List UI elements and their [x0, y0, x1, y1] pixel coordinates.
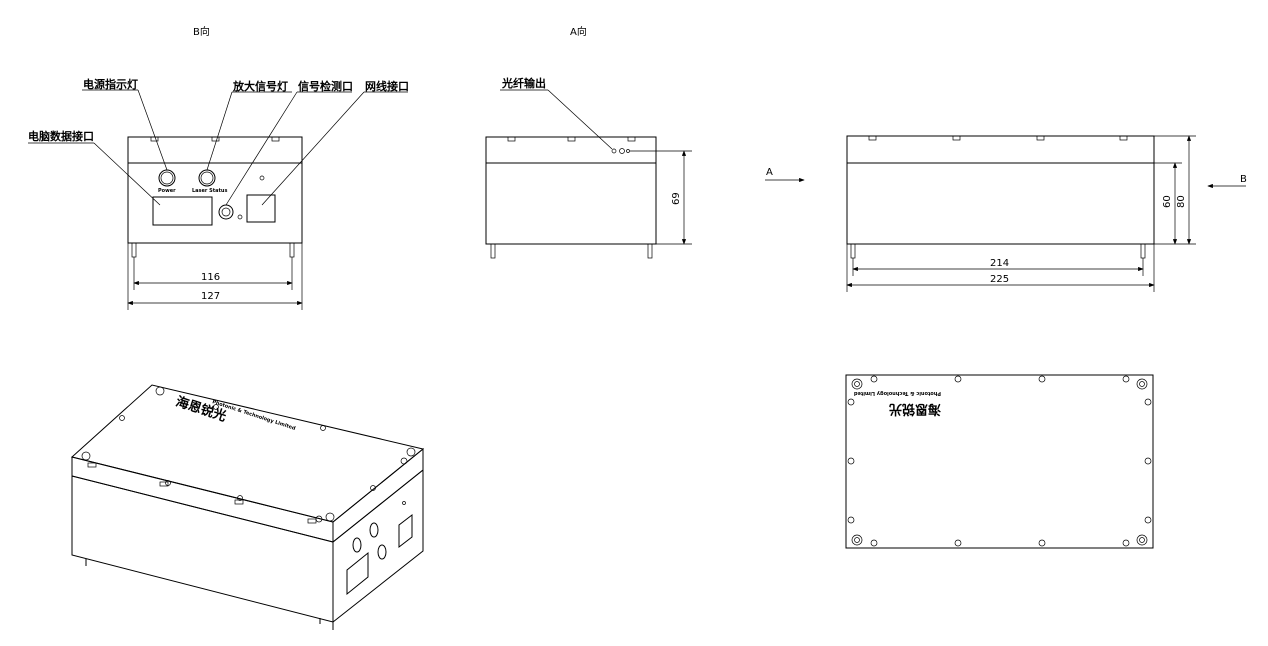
dim-69: 69 [671, 192, 682, 205]
iso-body-right [332, 468, 424, 624]
a-view-title: A向 [570, 25, 587, 38]
b-foot-right [289, 242, 295, 258]
iso-lid-top [70, 384, 425, 523]
long-lid [846, 135, 1155, 164]
lid-brand: 海恩锐光 [889, 401, 941, 417]
fiber-output-port [611, 148, 617, 154]
a-view: 光纤输出 69 [485, 76, 692, 259]
callout-network-port: 网线接口 [365, 79, 409, 93]
panel-label-power: Power [158, 188, 176, 194]
network-port [246, 194, 276, 223]
dim-127: 127 [201, 291, 220, 302]
lid-outline [845, 374, 1154, 549]
panel-label-laser-status: Laser Status [192, 188, 227, 194]
callout-pc-data-port: 电脑数据接口 [28, 129, 94, 143]
dim-116: 116 [201, 272, 220, 283]
iso-body-front [71, 475, 334, 623]
arrow-a-label: A [766, 167, 773, 178]
iso-lid-brand: 海恩锐光 [174, 394, 228, 425]
dim-225: 225 [990, 274, 1009, 285]
a-body [485, 162, 657, 245]
b-view: Power Laser Status 电源指示灯 放大信号灯 信号检测口 网线接… [28, 77, 409, 310]
isometric-view: 海恩锐光 Photonic & Technology Limited [70, 384, 425, 630]
lid-top-view: 海恩锐光 Photonic & Technology Limited [845, 374, 1154, 549]
long-side-view: A B 214 225 60 80 [765, 135, 1247, 292]
b-body [127, 162, 303, 244]
arrow-b-label: B [1240, 174, 1247, 185]
long-body [846, 162, 1155, 245]
power-indicator-light [158, 169, 176, 187]
b-view-title: B向 [193, 25, 210, 38]
callout-fiber-output: 光纤输出 [501, 76, 546, 90]
callout-power-indicator: 电源指示灯 [83, 77, 138, 91]
laser-status-light [198, 169, 216, 187]
dim-214: 214 [990, 258, 1009, 269]
lid-subtitle: Photonic & Technology Limited [853, 390, 941, 396]
signal-detect-port [218, 204, 234, 220]
dim-60: 60 [1162, 195, 1173, 208]
pc-data-port [152, 196, 213, 226]
callout-amp-signal-light: 放大信号灯 [232, 79, 288, 93]
callout-signal-detect-port: 信号检测口 [298, 79, 353, 93]
b-foot-left [131, 242, 137, 258]
dim-80: 80 [1176, 195, 1187, 208]
